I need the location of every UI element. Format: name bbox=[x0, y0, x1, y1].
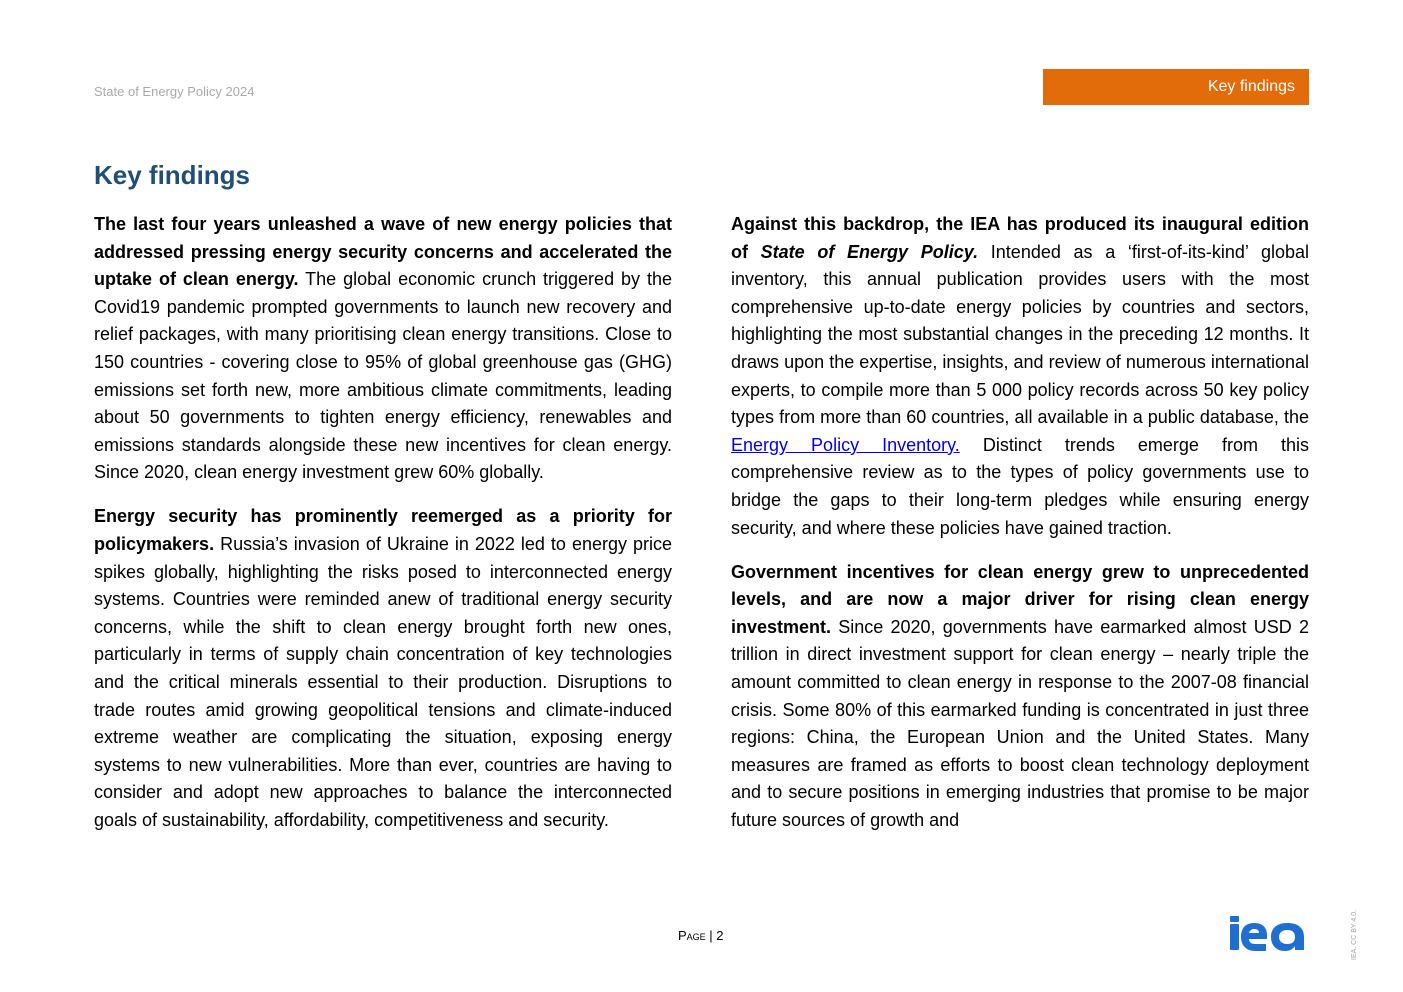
page-title: Key findings bbox=[94, 160, 251, 190]
license-note: IEA. CC BY 4.0. bbox=[1351, 909, 1358, 960]
left-column: The last four years unleashed a wave of … bbox=[94, 211, 672, 851]
paragraph-iea-backdrop: Against this backdrop, the IEA has produ… bbox=[731, 211, 1309, 542]
paragraph-body-continued: Distinct trends emerge from this compreh… bbox=[731, 434, 1309, 538]
page-number: Page | 2 bbox=[678, 928, 724, 943]
page-number-value: 2 bbox=[716, 928, 724, 943]
paragraph-body: Russia’s invasion of Ukraine in 2022 led… bbox=[94, 534, 672, 830]
paragraph-lead: Energy security has prominently reemerge… bbox=[94, 506, 672, 555]
paragraph-energy-security: Energy security has prominently reemerge… bbox=[94, 503, 672, 834]
paragraph-body: Since 2020, governments have earmarked a… bbox=[731, 616, 1309, 830]
paragraph-body: The global economic crunch triggered by … bbox=[94, 269, 672, 483]
paragraph-government-incentives: Government incentives for clean energy g… bbox=[731, 559, 1309, 835]
energy-policy-inventory-link[interactable]: Energy Policy Inventory. bbox=[731, 434, 960, 455]
right-column: Against this backdrop, the IEA has produ… bbox=[731, 211, 1309, 851]
paragraph-lead: The last four years unleashed a wave of … bbox=[94, 214, 672, 290]
paragraph-lead-text: Against this backdrop, the IEA has produ… bbox=[731, 214, 1309, 262]
running-header-title: State of Energy Policy 2024 bbox=[94, 84, 255, 99]
iea-logo bbox=[1230, 916, 1304, 951]
section-tab: Key findings bbox=[1043, 69, 1309, 105]
page-label: Page bbox=[678, 928, 706, 943]
page-separator: | bbox=[705, 928, 717, 943]
paragraph-lead: Government incentives for clean energy g… bbox=[731, 561, 1309, 637]
paragraph-clean-energy-wave: The last four years unleashed a wave of … bbox=[94, 211, 672, 487]
paragraph-body: Intended as a ‘first-of-its-kind’ global… bbox=[731, 241, 1309, 428]
paragraph-lead: Against this backdrop, the IEA has produ… bbox=[731, 214, 1309, 262]
publication-title: State of Energy Policy. bbox=[760, 241, 979, 262]
